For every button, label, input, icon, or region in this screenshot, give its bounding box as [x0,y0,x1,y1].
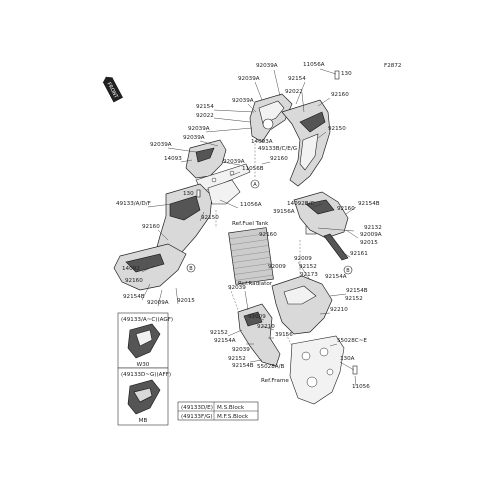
part-label: 11056 [352,384,370,390]
part-label: 92039A [232,98,254,104]
part-label: 92152 [299,264,317,270]
front-arrow-icon: FRONT [102,76,123,103]
part-label: 92039 [228,285,246,291]
bolt-icon [196,70,358,375]
part-label: 92210 [330,307,348,313]
part-label: 92039A [256,63,278,69]
part-label: 92154A [214,338,236,344]
part-label: 92150 [201,215,219,221]
part-label: 92009A [360,232,382,238]
part-label: 92039A [183,135,205,141]
part-label: 92022 [285,89,303,95]
part-label: 92015 [177,298,195,304]
part-label: 39156A [273,209,295,215]
radiator [228,227,274,285]
part-label: 92154B [358,201,380,207]
legend-desc: M.F.S.Block [217,414,249,420]
part-label: 92009A [147,300,169,306]
part-label: 55028A/B [257,364,285,370]
part-label: 92210 [257,324,275,330]
part-label: 11056B [242,166,264,172]
marker-b2: B [343,265,353,275]
part-label: 49133/A/D/F [116,201,151,207]
part-label: 92039 [232,347,250,353]
part-label: 92152 [345,296,363,302]
strip-92161 [323,233,349,261]
part-label: 92160 [331,92,349,98]
part-label: 92039A [223,159,245,165]
ref-label: Ref.Fuel Tank [232,221,269,227]
part-label: 92039A [188,126,210,132]
inset-color-code: MB [139,418,148,424]
legend-desc: M.S.Block [217,405,245,411]
part-label: 92150 [328,126,346,132]
part-label: 14093A [251,139,273,145]
legend-table: (49133D/E) M.S.Block (49133F/G) M.F.S.Bl… [177,401,259,421]
legend-code: (49133D/E) [181,405,213,411]
part-label: 130 [341,71,352,77]
ref-label: Ref.Radiator [238,281,273,287]
part-label: 49133B/C/E/G [258,146,297,152]
inset-header: (49133/A~C)(AGF) [121,317,173,323]
part-label: 92152 [228,356,246,362]
part-label: 92015 [360,240,378,246]
inset-variant-2: (49133D~G)(AFF) MB [117,367,171,426]
part-label: 92161 [350,251,368,257]
marker-a: A [250,179,260,189]
svg-text:A: A [253,182,257,188]
part-label: 14092 [122,266,140,272]
side-cowl-right [293,191,349,239]
part-label: 92160 [337,206,355,212]
part-label: 92154 [288,76,306,82]
part-label: 55028C~E [337,338,367,344]
part-label: 92039A [238,76,260,82]
part-label: 92009 [294,256,312,262]
part-label: 39156 [275,332,293,338]
part-label: 11056A [303,62,325,68]
part-label: 130A [340,356,355,362]
part-label: 92132 [364,225,382,231]
marker-b1: B [186,263,196,273]
part-label: 92009 [268,264,286,270]
part-label: 130 [183,191,194,197]
part-label: 14092B/C [287,201,315,207]
ref-label: Ref.Frame [261,378,289,384]
part-label: 92039A [150,142,172,148]
part-label: 92160 [125,278,143,284]
inset-header: (49133D~G)(AFF) [121,372,171,378]
part-label: 92152 [210,330,228,336]
part-label: 92154B [346,288,368,294]
svg-text:B: B [346,268,350,274]
part-label: 92160 [142,224,160,230]
part-label: 92154A [325,274,347,280]
legend-code: (49133F/G) [181,414,213,420]
fuel-tank-bracket [207,179,241,205]
part-label: 92154 [196,104,214,110]
inset-color-code: W30 [137,362,150,368]
part-label: 11056A [240,202,262,208]
part-label: 92022 [196,113,214,119]
frame-bracket [289,335,345,405]
diagram-code: F2872 [384,63,401,69]
part-label: 14093 [164,156,182,162]
part-label: 92154B [123,294,145,300]
part-label: 92160 [270,156,288,162]
inset-variant-1: (49133/A~C)(AGF) W30 [117,312,173,369]
part-label-group: 92039A 11056A 130 92039A 92154 92022 921… [116,62,382,390]
svg-text:B: B [189,266,193,272]
part-label: 92160 [259,232,277,238]
part-label: 92154B [232,363,254,369]
lower-cowl-right [271,275,333,335]
leader-lines [141,68,359,387]
part-label: 92173 [300,272,318,278]
